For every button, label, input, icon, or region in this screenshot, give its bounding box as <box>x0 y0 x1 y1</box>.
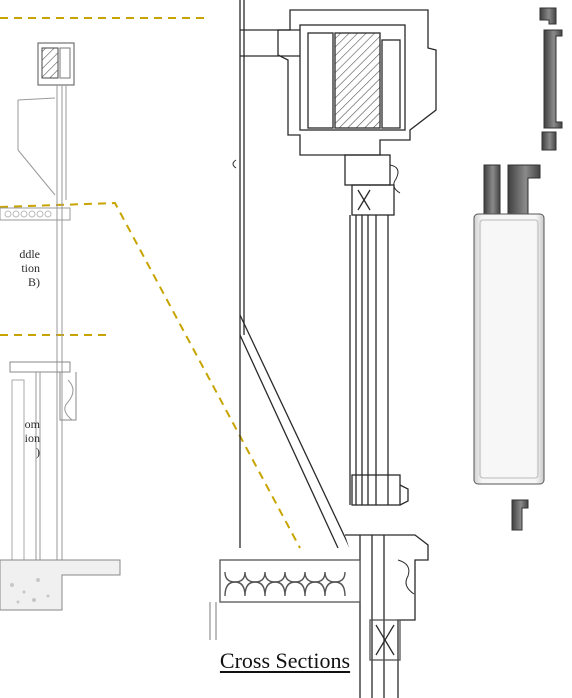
moulding-profiles <box>473 7 563 531</box>
profile-upper-bar <box>543 29 563 129</box>
profile-upper-foot <box>541 131 557 151</box>
profile-bottom-foot <box>511 499 529 531</box>
bottom-label-line-1: om <box>24 417 40 431</box>
middle-label-line-1: ddle <box>19 247 40 261</box>
middle-label-line-2: tion <box>21 261 40 275</box>
small-section-drawing <box>0 42 121 611</box>
large-section-drawing <box>209 0 437 698</box>
guide-lines <box>0 17 301 549</box>
profile-panel <box>473 213 545 485</box>
bottom-label-line-3: ) <box>36 445 40 459</box>
middle-label-line-3: B) <box>28 275 40 289</box>
bottom-section-label: om ion ) <box>0 417 40 459</box>
middle-guide-line <box>0 201 301 549</box>
cross-sections-caption: Cross Sections <box>219 648 351 673</box>
profile-top-cap <box>539 7 557 25</box>
bottom-label-line-2: ion <box>24 431 40 445</box>
middle-section-label: ddle tion B) <box>0 247 40 289</box>
